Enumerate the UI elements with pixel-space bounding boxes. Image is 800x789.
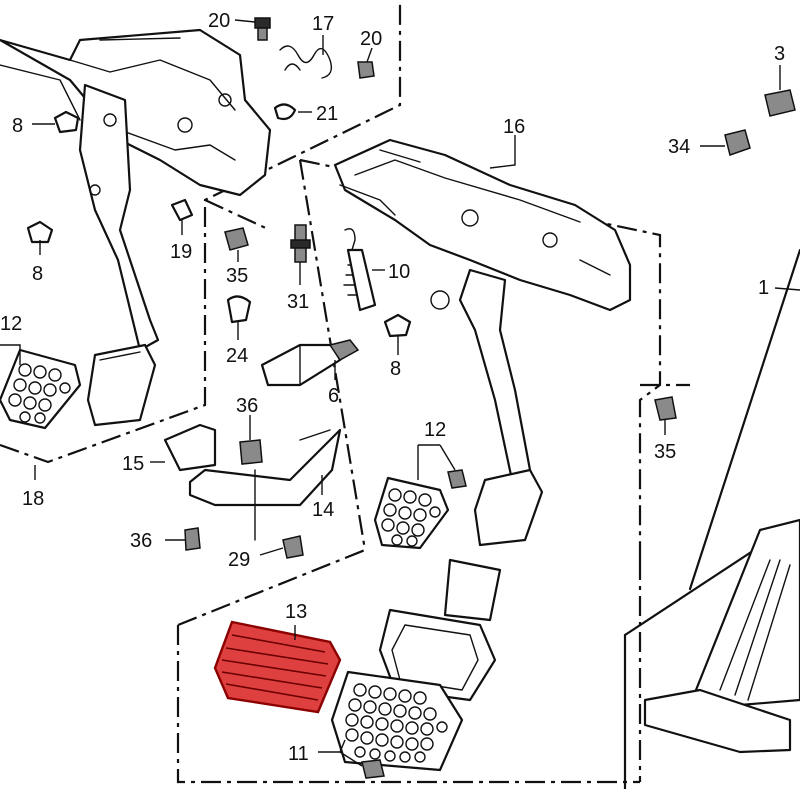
callout-35: 35 <box>226 265 248 287</box>
clutch-pedal-pad <box>0 348 82 430</box>
callout-12: 12 <box>424 419 446 441</box>
small-hardware-top <box>26 17 412 387</box>
stud-and-nut <box>654 89 796 421</box>
callout-20: 20 <box>360 28 382 50</box>
highlighted-pedal-pad <box>213 620 342 714</box>
callout-3: 3 <box>774 43 785 65</box>
callout-14: 14 <box>312 499 334 521</box>
clutch-pedal-arm <box>78 83 160 427</box>
callout-8: 8 <box>390 358 401 380</box>
callout-11: 11 <box>288 743 309 765</box>
brake-pedal-pad <box>373 469 467 550</box>
callout-24: 24 <box>226 345 248 367</box>
callout-1: 1 <box>758 277 769 299</box>
callout-15: 15 <box>122 453 144 475</box>
bottom-detail <box>330 558 502 779</box>
callout-18: 18 <box>22 488 44 510</box>
callout-20: 20 <box>208 10 230 32</box>
callout-labels: 20 17 20 21 8 8 19 35 31 10 16 3 34 1 12… <box>0 10 785 765</box>
callout-8: 8 <box>12 115 23 137</box>
callout-16: 16 <box>503 116 525 138</box>
brake-pedal-arm <box>458 268 544 547</box>
callout-36: 36 <box>236 395 258 417</box>
callout-12: 12 <box>0 313 22 335</box>
brake-pedal-bracket <box>333 138 632 312</box>
callout-17: 17 <box>312 13 334 35</box>
switch-bracket <box>163 423 342 559</box>
accelerator-pedal <box>643 518 800 754</box>
callout-29: 29 <box>228 549 250 571</box>
callout-10: 10 <box>388 261 410 283</box>
callout-31: 31 <box>287 291 309 313</box>
callout-19: 19 <box>170 241 192 263</box>
callout-21: 21 <box>316 103 338 125</box>
callout-13: 13 <box>285 601 307 623</box>
callout-36: 36 <box>130 530 152 552</box>
callout-8: 8 <box>32 263 43 285</box>
leader-lines <box>0 19 800 767</box>
clutch-pedal-bracket <box>0 28 272 197</box>
callout-6: 6 <box>328 385 339 407</box>
callout-35: 35 <box>654 441 676 463</box>
callout-34: 34 <box>668 136 690 158</box>
